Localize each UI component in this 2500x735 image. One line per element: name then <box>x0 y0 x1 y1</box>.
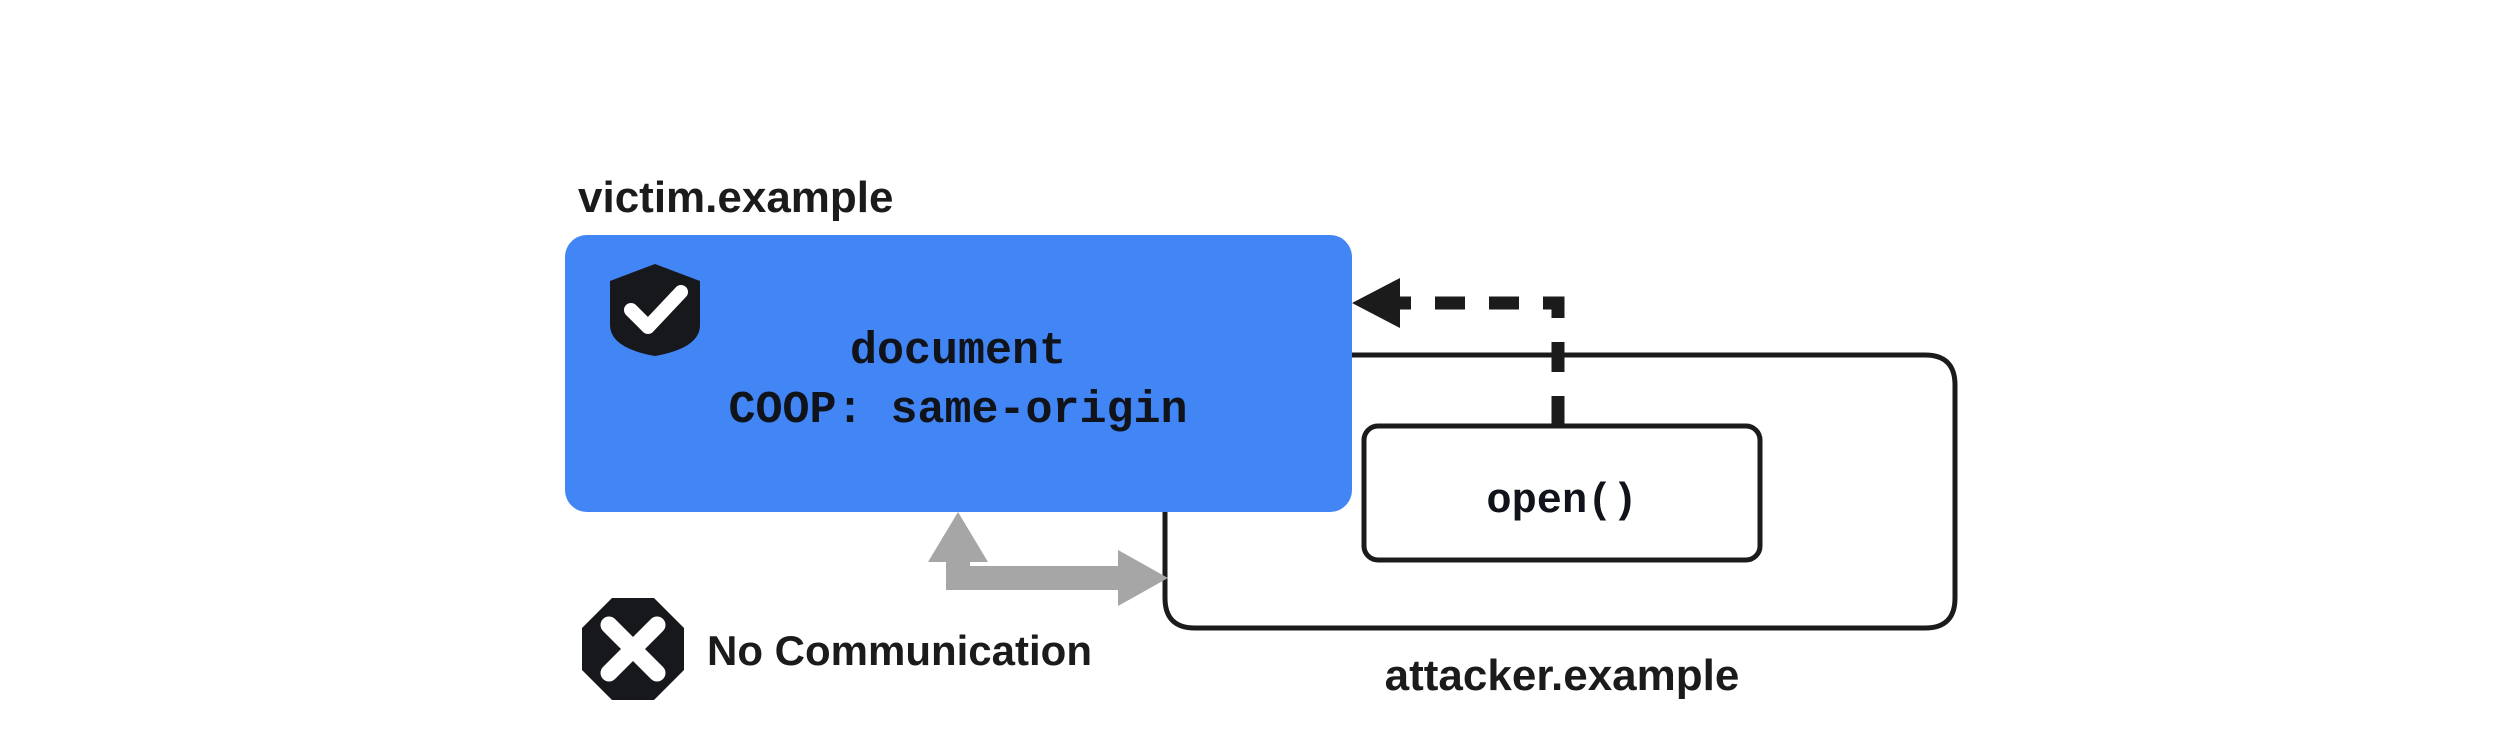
victim-document-label: document <box>850 326 1066 377</box>
victim-coop-header: COOP: same-origin <box>728 385 1187 436</box>
open-arrowhead-icon <box>1352 278 1400 328</box>
open-call-label: open() <box>1486 477 1637 525</box>
victim-document-box <box>565 235 1352 512</box>
open-dashed-connector <box>1395 296 1565 426</box>
victim-origin-label: victim.example <box>578 173 894 222</box>
blocked-communication-arrow <box>928 512 1168 606</box>
octagon-x-icon <box>582 598 684 700</box>
no-communication-label: No Communication <box>707 627 1092 674</box>
attacker-origin-label: attacker.example <box>1385 651 1740 700</box>
shield-check-icon <box>610 264 700 356</box>
